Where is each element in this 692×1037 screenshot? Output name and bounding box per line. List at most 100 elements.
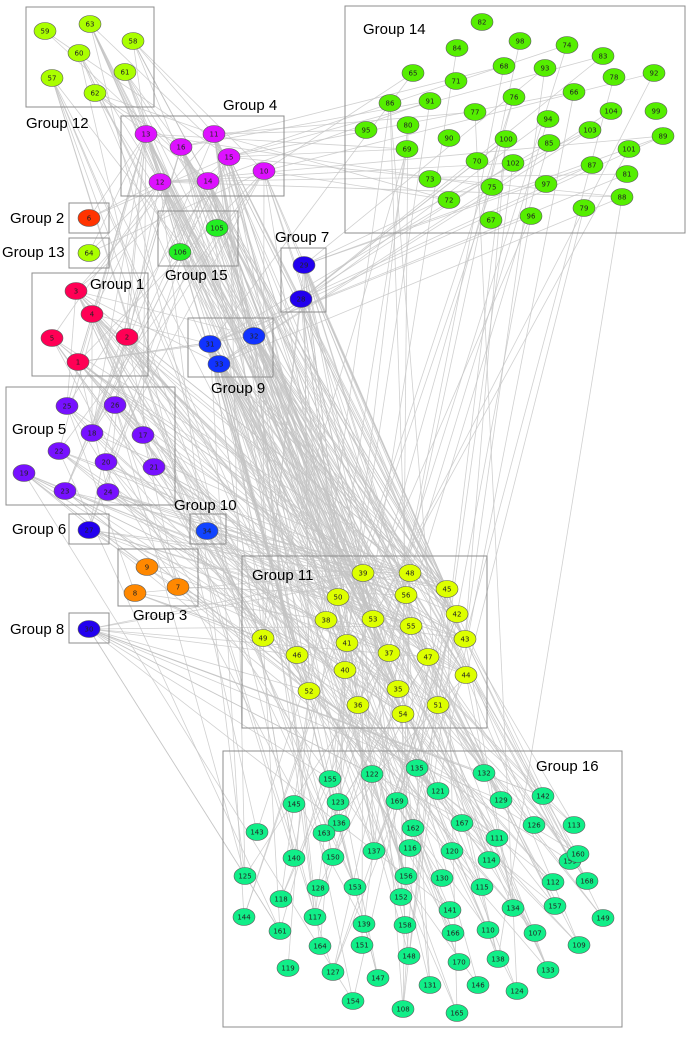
node-ellipse-61	[113, 63, 137, 81]
node-label-105: 105	[210, 225, 223, 233]
node-167: 167	[450, 814, 474, 832]
node-2: 2	[115, 328, 139, 346]
node-53: 53	[361, 610, 385, 628]
node-ellipse-50	[326, 588, 350, 606]
edge-13-54	[145, 133, 404, 715]
node-151: 151	[350, 936, 374, 954]
node-label-93: 93	[541, 65, 550, 73]
edge-5-139	[51, 337, 365, 925]
group-label-1: Group 1	[90, 276, 144, 293]
edge-32-44	[253, 335, 467, 676]
node-label-107: 107	[528, 930, 541, 938]
edge-11-149	[213, 133, 604, 919]
node-62: 62	[83, 84, 107, 102]
node-83: 83	[591, 47, 615, 65]
node-69: 69	[395, 140, 419, 158]
node-150: 150	[321, 848, 345, 866]
edge-106-42	[179, 251, 458, 615]
edge-72-11	[213, 133, 450, 201]
edge-53-142	[372, 618, 544, 797]
node-ellipse-142	[531, 787, 555, 805]
node-129: 129	[489, 791, 513, 809]
node-152: 152	[389, 888, 413, 906]
node-96: 96	[519, 207, 543, 225]
node-39: 39	[351, 564, 375, 582]
node-ellipse-9	[135, 558, 159, 576]
node-label-27: 27	[85, 527, 94, 535]
edge-3-32	[75, 290, 255, 337]
node-ellipse-75	[480, 178, 504, 196]
node-ellipse-2	[115, 328, 139, 346]
group-box-10	[189, 513, 227, 545]
node-ellipse-35	[386, 680, 410, 698]
edge-106-44	[179, 251, 467, 676]
node-label-5: 5	[50, 335, 54, 343]
node-35: 35	[386, 680, 410, 698]
node-126: 126	[522, 816, 546, 834]
node-label-168: 168	[580, 878, 593, 886]
edge-58-14	[132, 40, 209, 182]
node-131: 131	[418, 976, 442, 994]
node-ellipse-27	[77, 521, 101, 539]
node-ellipse-161	[268, 922, 292, 940]
node-label-47: 47	[424, 654, 433, 662]
node-label-91: 91	[426, 98, 435, 106]
edge-3-47	[75, 290, 429, 658]
node-ellipse-100	[494, 130, 518, 148]
group-box-2	[68, 202, 110, 234]
node-ellipse-102	[501, 154, 525, 172]
node-ellipse-37	[377, 644, 401, 662]
node-label-145: 145	[287, 801, 300, 809]
edge-38-107	[325, 619, 536, 934]
node-label-134: 134	[506, 905, 520, 913]
node-123: 123	[326, 793, 350, 811]
node-label-114: 114	[482, 857, 496, 865]
edge-8-25	[66, 405, 136, 594]
node-ellipse-106	[168, 243, 192, 261]
node-ellipse-96	[519, 207, 543, 225]
edge-16-2	[126, 146, 182, 338]
node-76: 76	[502, 88, 526, 106]
node-162: 162	[401, 819, 425, 837]
node-label-94: 94	[544, 116, 553, 124]
node-label-19: 19	[20, 470, 29, 478]
edge-36-156	[357, 704, 407, 877]
node-55: 55	[399, 617, 423, 635]
node-label-30: 30	[85, 626, 94, 634]
node-ellipse-156	[394, 867, 418, 885]
node-label-28: 28	[297, 296, 306, 304]
edge-65-31	[209, 72, 414, 345]
node-82: 82	[470, 13, 494, 31]
node-ellipse-109	[567, 936, 591, 954]
edge-30-52	[88, 628, 310, 692]
node-label-99: 99	[652, 108, 661, 116]
edge-89-12	[159, 135, 664, 183]
node-ellipse-17	[131, 426, 155, 444]
edge-29-43	[303, 264, 466, 640]
node-label-104: 104	[604, 108, 618, 116]
node-168: 168	[575, 872, 599, 890]
node-46: 46	[285, 646, 309, 664]
node-ellipse-43	[453, 630, 477, 648]
node-36: 36	[346, 696, 370, 714]
group-box-9	[187, 317, 274, 378]
node-ellipse-170	[447, 953, 471, 971]
edge-16-148	[180, 146, 410, 957]
node-ellipse-91	[418, 92, 442, 110]
node-label-121: 121	[431, 788, 444, 796]
node-label-163: 163	[317, 830, 330, 838]
node-ellipse-90	[437, 129, 461, 147]
node-label-96: 96	[527, 213, 536, 221]
group-box-8	[68, 612, 110, 644]
node-93: 93	[533, 59, 557, 77]
node-116: 116	[398, 839, 422, 857]
node-51: 51	[426, 696, 450, 714]
node-label-144: 144	[237, 914, 251, 922]
node-label-48: 48	[406, 570, 415, 578]
node-28: 28	[289, 290, 313, 308]
node-ellipse-8	[123, 584, 147, 602]
group-label-10: Group 10	[174, 497, 237, 514]
node-ellipse-38	[314, 611, 338, 629]
node-ellipse-74	[555, 36, 579, 54]
node-5: 5	[40, 329, 64, 347]
